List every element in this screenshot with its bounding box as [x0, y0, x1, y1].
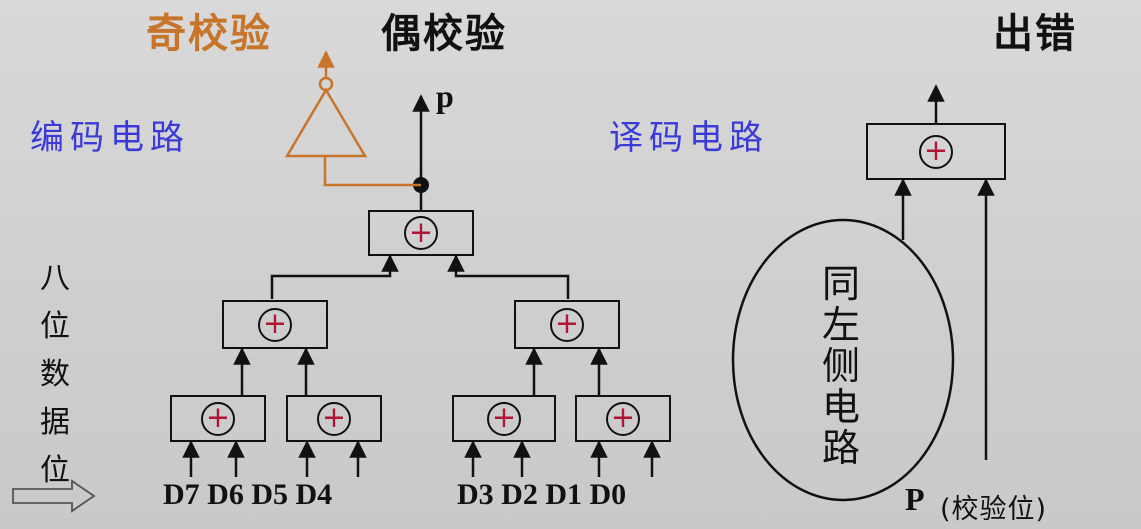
xor-gate-icon: +	[487, 401, 521, 436]
xor-gate: +	[514, 300, 620, 349]
odd-parity-title: 奇校验	[146, 11, 272, 57]
encoder-label: 编码电路	[30, 118, 190, 158]
not-gate-icon	[284, 87, 368, 158]
error-title: 出错	[993, 11, 1077, 57]
check-bit-label: P	[905, 481, 925, 517]
side-label-char: 八	[40, 261, 70, 296]
xor-gate: +	[286, 395, 382, 442]
xor-gate: +	[575, 395, 671, 442]
check-bit-note: (校验位)	[940, 494, 1048, 525]
side-label-char: 据	[40, 405, 70, 440]
p-output-label: p	[436, 78, 454, 114]
ellipse-label-char: 电	[822, 385, 861, 429]
xor-gate-icon: +	[201, 401, 235, 436]
right-arrow-icon	[12, 479, 96, 513]
xor-gate-icon: +	[550, 307, 584, 342]
data-bits-high: D7 D6 D5 D4	[163, 478, 333, 511]
ellipse-label-char: 路	[822, 426, 861, 470]
xor-gate-icon: +	[317, 401, 351, 436]
xor-gate-icon: +	[606, 401, 640, 436]
decoder-label: 译码电路	[609, 118, 769, 158]
xor-gate: +	[452, 395, 556, 442]
decoder-arrows	[894, 84, 995, 460]
level2-arrows	[233, 347, 608, 395]
xor-gate: +	[222, 300, 328, 349]
side-label-char: 位	[40, 309, 70, 344]
level3-arrows	[270, 254, 570, 299]
xor-gate: +	[368, 210, 474, 256]
odd-parity-branch	[284, 50, 421, 187]
even-parity-title: 偶校验	[381, 11, 507, 57]
side-label-char: 位	[40, 453, 70, 488]
xor-gate: +	[170, 395, 266, 442]
side-label-char: 数	[40, 357, 70, 392]
ellipse-label-char: 同	[822, 262, 861, 306]
xor-gate-icon: +	[258, 307, 292, 342]
ellipse-label-char: 侧	[822, 344, 861, 388]
xor-gate-icon: +	[919, 134, 953, 169]
xor-gate: +	[866, 123, 1006, 180]
same-circuit-ellipse	[731, 218, 955, 502]
data-bits-low: D3 D2 D1 D0	[457, 478, 627, 511]
ellipse-label-char: 左	[822, 303, 861, 347]
xor-gate-icon: +	[404, 216, 438, 250]
input-arrows	[182, 440, 661, 477]
